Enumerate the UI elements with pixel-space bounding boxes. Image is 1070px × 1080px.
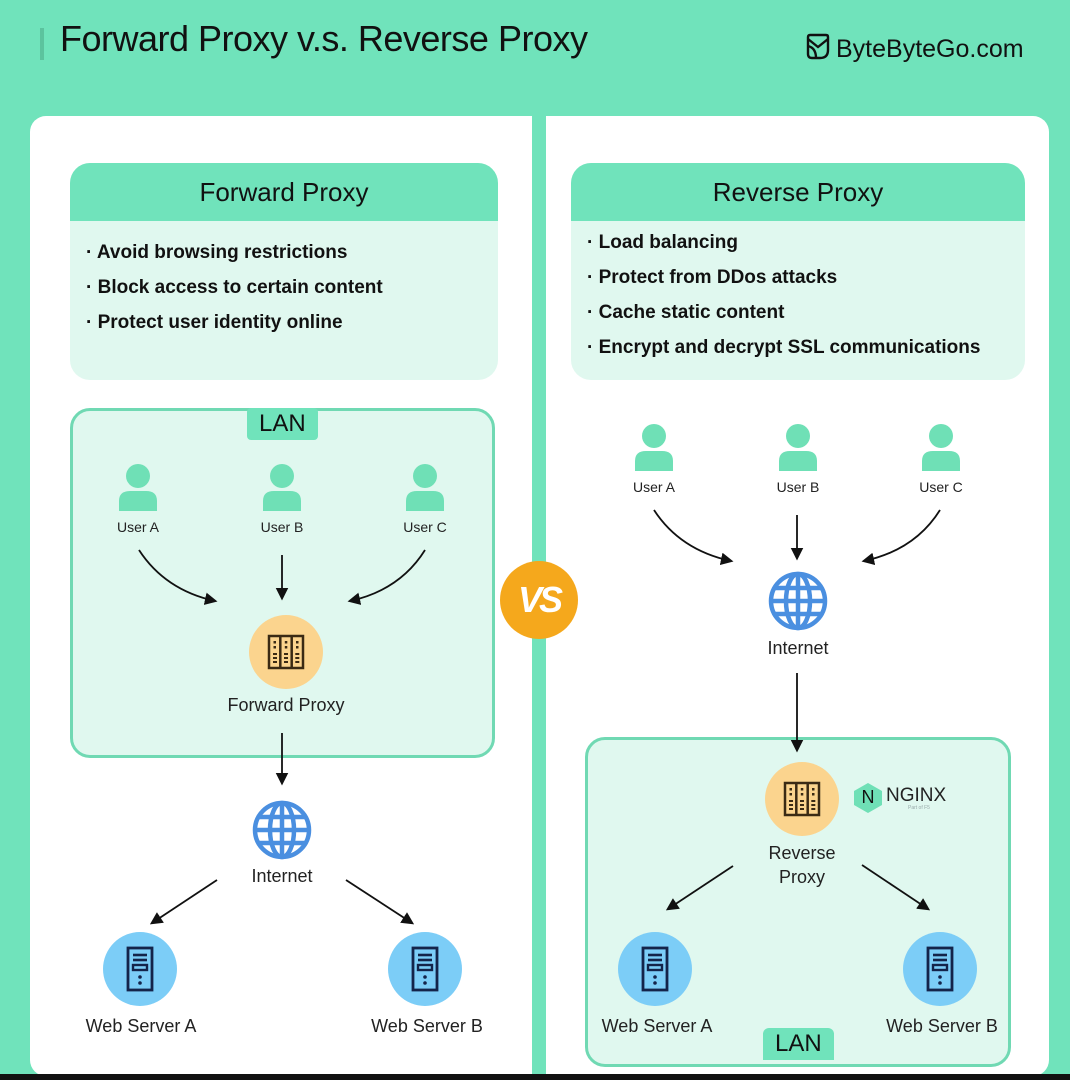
benefit-item: Block access to certain content bbox=[86, 270, 498, 305]
nginx-sub-label: Part of F5 bbox=[908, 804, 930, 811]
reverse-proxy-card: Reverse Proxy Load balancing Protect fro… bbox=[571, 163, 1025, 380]
brand-name: ByteByteGo.com bbox=[836, 35, 1024, 63]
benefit-item: Cache static content bbox=[587, 295, 1025, 330]
forward-user-b-label: User B bbox=[260, 519, 304, 535]
forward-user-a bbox=[118, 463, 158, 517]
globe-icon bbox=[768, 571, 828, 631]
forward-web-server-a-label: Web Server A bbox=[85, 1016, 197, 1036]
forward-proxy-node bbox=[249, 615, 323, 689]
globe-icon bbox=[252, 800, 312, 860]
benefit-item: Protect user identity online bbox=[86, 305, 498, 340]
reverse-user-c-label: User C bbox=[919, 479, 963, 495]
reverse-user-a bbox=[634, 423, 674, 477]
reverse-proxy-label-line1: Reverse bbox=[768, 843, 836, 863]
forward-lan-label: LAN bbox=[247, 408, 318, 440]
web-server-icon bbox=[926, 946, 954, 992]
brand-logo[interactable]: ByteByteGo.com bbox=[806, 32, 1024, 67]
web-server-icon bbox=[411, 946, 439, 992]
reverse-user-b bbox=[778, 423, 818, 477]
reverse-lan-label: LAN bbox=[763, 1028, 834, 1060]
forward-user-c bbox=[405, 463, 445, 517]
forward-web-server-b bbox=[388, 932, 462, 1006]
benefit-item: Avoid browsing restrictions bbox=[86, 235, 498, 270]
forward-web-server-b-label: Web Server B bbox=[371, 1016, 483, 1036]
reverse-user-b-label: User B bbox=[776, 479, 820, 495]
reverse-web-server-b-label: Web Server B bbox=[886, 1016, 998, 1036]
nginx-hexagon-icon: N bbox=[853, 782, 883, 814]
server-rack-icon bbox=[267, 634, 305, 670]
reverse-user-a-label: User A bbox=[632, 479, 675, 495]
bytebytego-logo-icon bbox=[806, 32, 830, 67]
user-icon bbox=[406, 464, 444, 511]
forward-web-server-a bbox=[103, 932, 177, 1006]
reverse-proxy-node bbox=[765, 762, 839, 836]
forward-proxy-card-title: Forward Proxy bbox=[70, 163, 498, 221]
forward-user-a-label: User A bbox=[116, 519, 159, 535]
nginx-logo: N NGINX Part of F5 bbox=[853, 782, 946, 814]
arrow-reverse-proxy-to-server-b bbox=[861, 864, 931, 911]
user-icon bbox=[635, 424, 673, 471]
arrow-reverse-proxy-to-server-a bbox=[665, 865, 734, 911]
arrow-user-a-to-internet bbox=[653, 509, 734, 566]
web-server-icon bbox=[641, 946, 669, 992]
nginx-label: NGINX bbox=[886, 784, 947, 806]
page-title: Forward Proxy v.s. Reverse Proxy bbox=[60, 18, 588, 59]
bottom-edge-bar bbox=[0, 1074, 1070, 1080]
benefit-item: Protect from DDos attacks bbox=[587, 260, 1025, 295]
forward-user-c-label: User C bbox=[403, 519, 447, 535]
reverse-proxy-label-line2: Proxy bbox=[778, 867, 825, 887]
arrow-internet-to-server-a bbox=[149, 879, 218, 925]
user-icon bbox=[263, 464, 301, 511]
server-rack-icon bbox=[783, 781, 821, 817]
reverse-internet-label: Internet bbox=[767, 638, 829, 658]
user-icon bbox=[119, 464, 157, 511]
arrow-user-c-to-internet bbox=[861, 509, 941, 566]
title-accent-bar bbox=[40, 28, 44, 60]
forward-proxy-label: Forward Proxy bbox=[227, 695, 345, 715]
benefit-item: Load balancing bbox=[587, 225, 1025, 260]
vs-badge: VS bbox=[500, 561, 578, 639]
forward-proxy-benefits: Avoid browsing restrictions Block access… bbox=[70, 221, 498, 340]
forward-user-b bbox=[262, 463, 302, 517]
arrow-user-a-to-forward-proxy bbox=[138, 549, 218, 605]
forward-internet-node bbox=[252, 800, 312, 864]
forward-proxy-card: Forward Proxy Avoid browsing restriction… bbox=[70, 163, 498, 380]
reverse-proxy-benefits: Load balancing Protect from DDos attacks… bbox=[571, 221, 1025, 365]
web-server-icon bbox=[126, 946, 154, 992]
arrow-internet-to-server-b bbox=[345, 879, 415, 925]
reverse-web-server-b bbox=[903, 932, 977, 1006]
user-icon bbox=[779, 424, 817, 471]
reverse-internet-node bbox=[768, 571, 828, 635]
reverse-user-c bbox=[921, 423, 961, 477]
user-icon bbox=[922, 424, 960, 471]
benefit-item: Encrypt and decrypt SSL communications bbox=[587, 330, 1025, 365]
reverse-web-server-a bbox=[618, 932, 692, 1006]
forward-internet-label: Internet bbox=[251, 866, 313, 886]
reverse-proxy-card-title: Reverse Proxy bbox=[571, 163, 1025, 221]
arrow-user-c-to-forward-proxy bbox=[347, 549, 426, 605]
reverse-web-server-a-label: Web Server A bbox=[601, 1016, 713, 1036]
